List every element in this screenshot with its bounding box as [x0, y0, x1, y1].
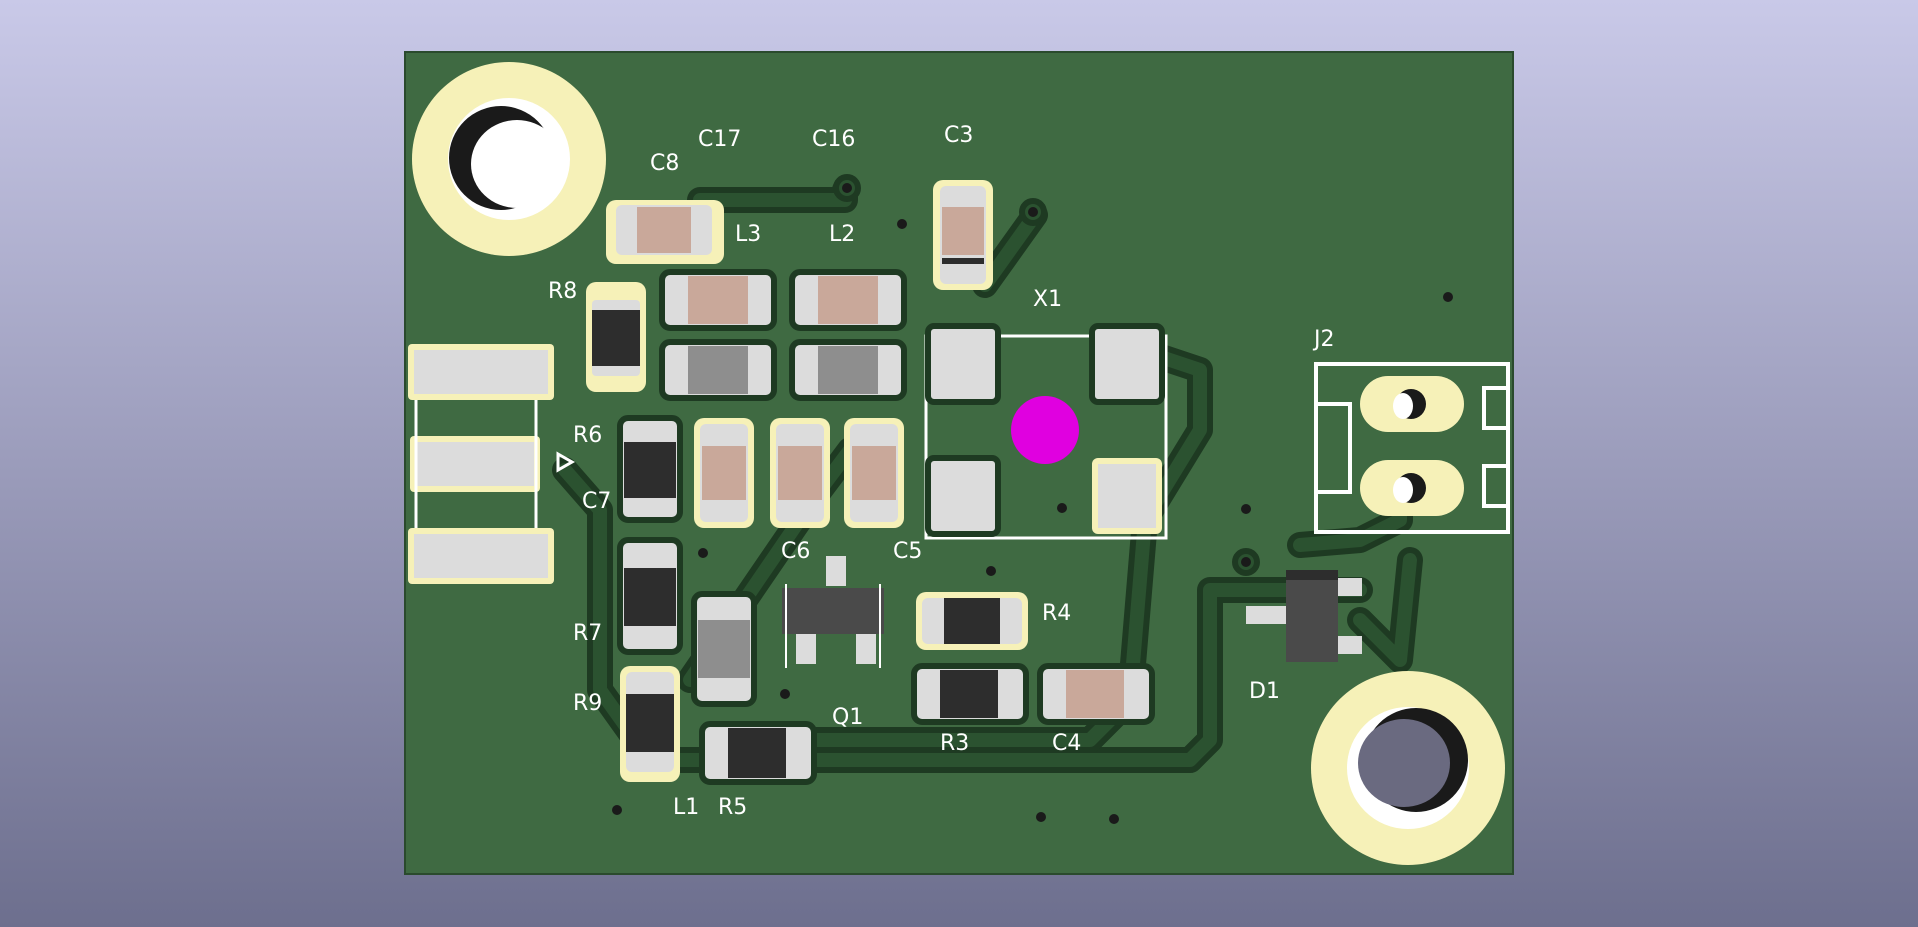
label-c8: C8	[650, 151, 679, 176]
label-j2: J2	[1312, 327, 1335, 352]
crystal-x1[interactable]	[924, 323, 1168, 540]
resistor-r3[interactable]	[911, 663, 1029, 725]
connector-j2[interactable]	[1314, 362, 1510, 534]
label-r5: R5	[718, 795, 747, 820]
inductor-l1-vertical[interactable]	[691, 591, 757, 707]
resistor-r6[interactable]	[617, 415, 683, 523]
inductor-l1[interactable]	[659, 339, 777, 401]
origin-marker	[1011, 396, 1079, 464]
label-r7: R7	[573, 621, 602, 646]
edge-pads	[408, 344, 576, 584]
capacitor-c4[interactable]	[1037, 663, 1155, 725]
capacitor-c3[interactable]	[933, 180, 993, 290]
diode-d1[interactable]	[1246, 570, 1362, 662]
inductor-l2[interactable]	[789, 269, 907, 331]
reference-labels: C17 C16 C8 C3 L3 L2 R8 X1 J2 R6 C7 C6 C5…	[548, 123, 1335, 820]
label-c5: C5	[893, 539, 922, 564]
pcb-board: C17 C16 C8 C3 L3 L2 R8 X1 J2 R6 C7 C6 C5…	[404, 51, 1514, 875]
inductor-l3[interactable]	[659, 269, 777, 331]
resistor-r8[interactable]	[586, 282, 646, 392]
label-d1: D1	[1249, 679, 1280, 704]
capacitor-c5[interactable]	[844, 418, 904, 528]
capacitor-c6a[interactable]	[694, 418, 754, 528]
label-x1: X1	[1033, 287, 1062, 312]
label-c6: C6	[781, 539, 810, 564]
label-l3: L3	[735, 222, 761, 247]
label-r4: R4	[1042, 601, 1071, 626]
label-r3: R3	[940, 731, 969, 756]
mounting-hole-icon	[1311, 671, 1505, 865]
capacitor-c6[interactable]	[770, 418, 830, 528]
mounting-hole-icon	[412, 62, 606, 256]
label-r9: R9	[573, 691, 602, 716]
label-r6: R6	[573, 423, 602, 448]
label-l2: L2	[829, 222, 855, 247]
resistor-r7[interactable]	[617, 537, 683, 655]
label-c7: C7	[582, 489, 611, 514]
label-c3: C3	[944, 123, 973, 148]
label-q1: Q1	[832, 705, 863, 730]
label-c16: C16	[812, 127, 855, 152]
resistor-r5[interactable]	[699, 721, 817, 785]
label-c17: C17	[698, 127, 741, 152]
transistor-q1[interactable]	[782, 556, 884, 668]
inductor-l2b[interactable]	[789, 339, 907, 401]
capacitor-c8[interactable]	[606, 200, 724, 264]
resistor-r4[interactable]	[916, 592, 1028, 650]
label-c4: C4	[1052, 731, 1081, 756]
resistor-r9[interactable]	[620, 666, 680, 782]
label-l1: L1	[673, 795, 699, 820]
label-r8: R8	[548, 279, 577, 304]
